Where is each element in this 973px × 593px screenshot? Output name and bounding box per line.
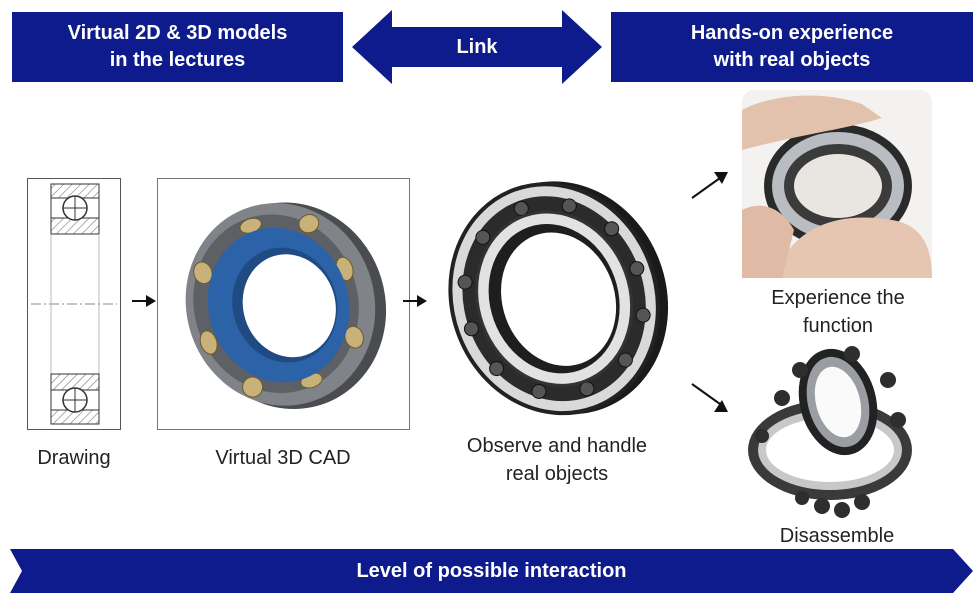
caption-experience-function: Experience the function	[771, 287, 905, 337]
link-double-arrow	[352, 10, 602, 84]
bearing-cad-model	[157, 178, 410, 430]
real-bearing-photo	[448, 181, 669, 416]
arrow-right-icon	[132, 295, 156, 307]
header-banner-virtual-models: Virtual 2D & 3D models in the lectures	[12, 12, 343, 82]
header-banner-hands-on: Hands-on experience with real objects	[611, 12, 973, 82]
disassembled-bearing-photo	[748, 346, 912, 518]
header-hands-on-text: Hands-on experience with real objects	[690, 22, 894, 71]
arrow-up-right-icon	[691, 172, 728, 199]
arrow-down-right-icon	[691, 383, 728, 412]
hand-holding-bearing-photo	[742, 90, 932, 278]
caption-virtual-3d-cad: Virtual 3D CAD	[215, 447, 351, 469]
link-label: Link	[456, 35, 498, 58]
arrow-right-icon	[403, 295, 427, 307]
interaction-level-arrow	[10, 549, 973, 593]
bearing-technical-drawing	[27, 178, 121, 430]
interaction-level-label: Level of possible interaction	[356, 559, 627, 582]
header-virtual-models-text: Virtual 2D & 3D models in the lectures	[67, 22, 288, 71]
caption-observe-real-objects: Observe and handle real objects	[466, 435, 648, 485]
caption-drawing: Drawing	[37, 447, 111, 469]
caption-disassemble: Disassemble	[779, 525, 895, 547]
